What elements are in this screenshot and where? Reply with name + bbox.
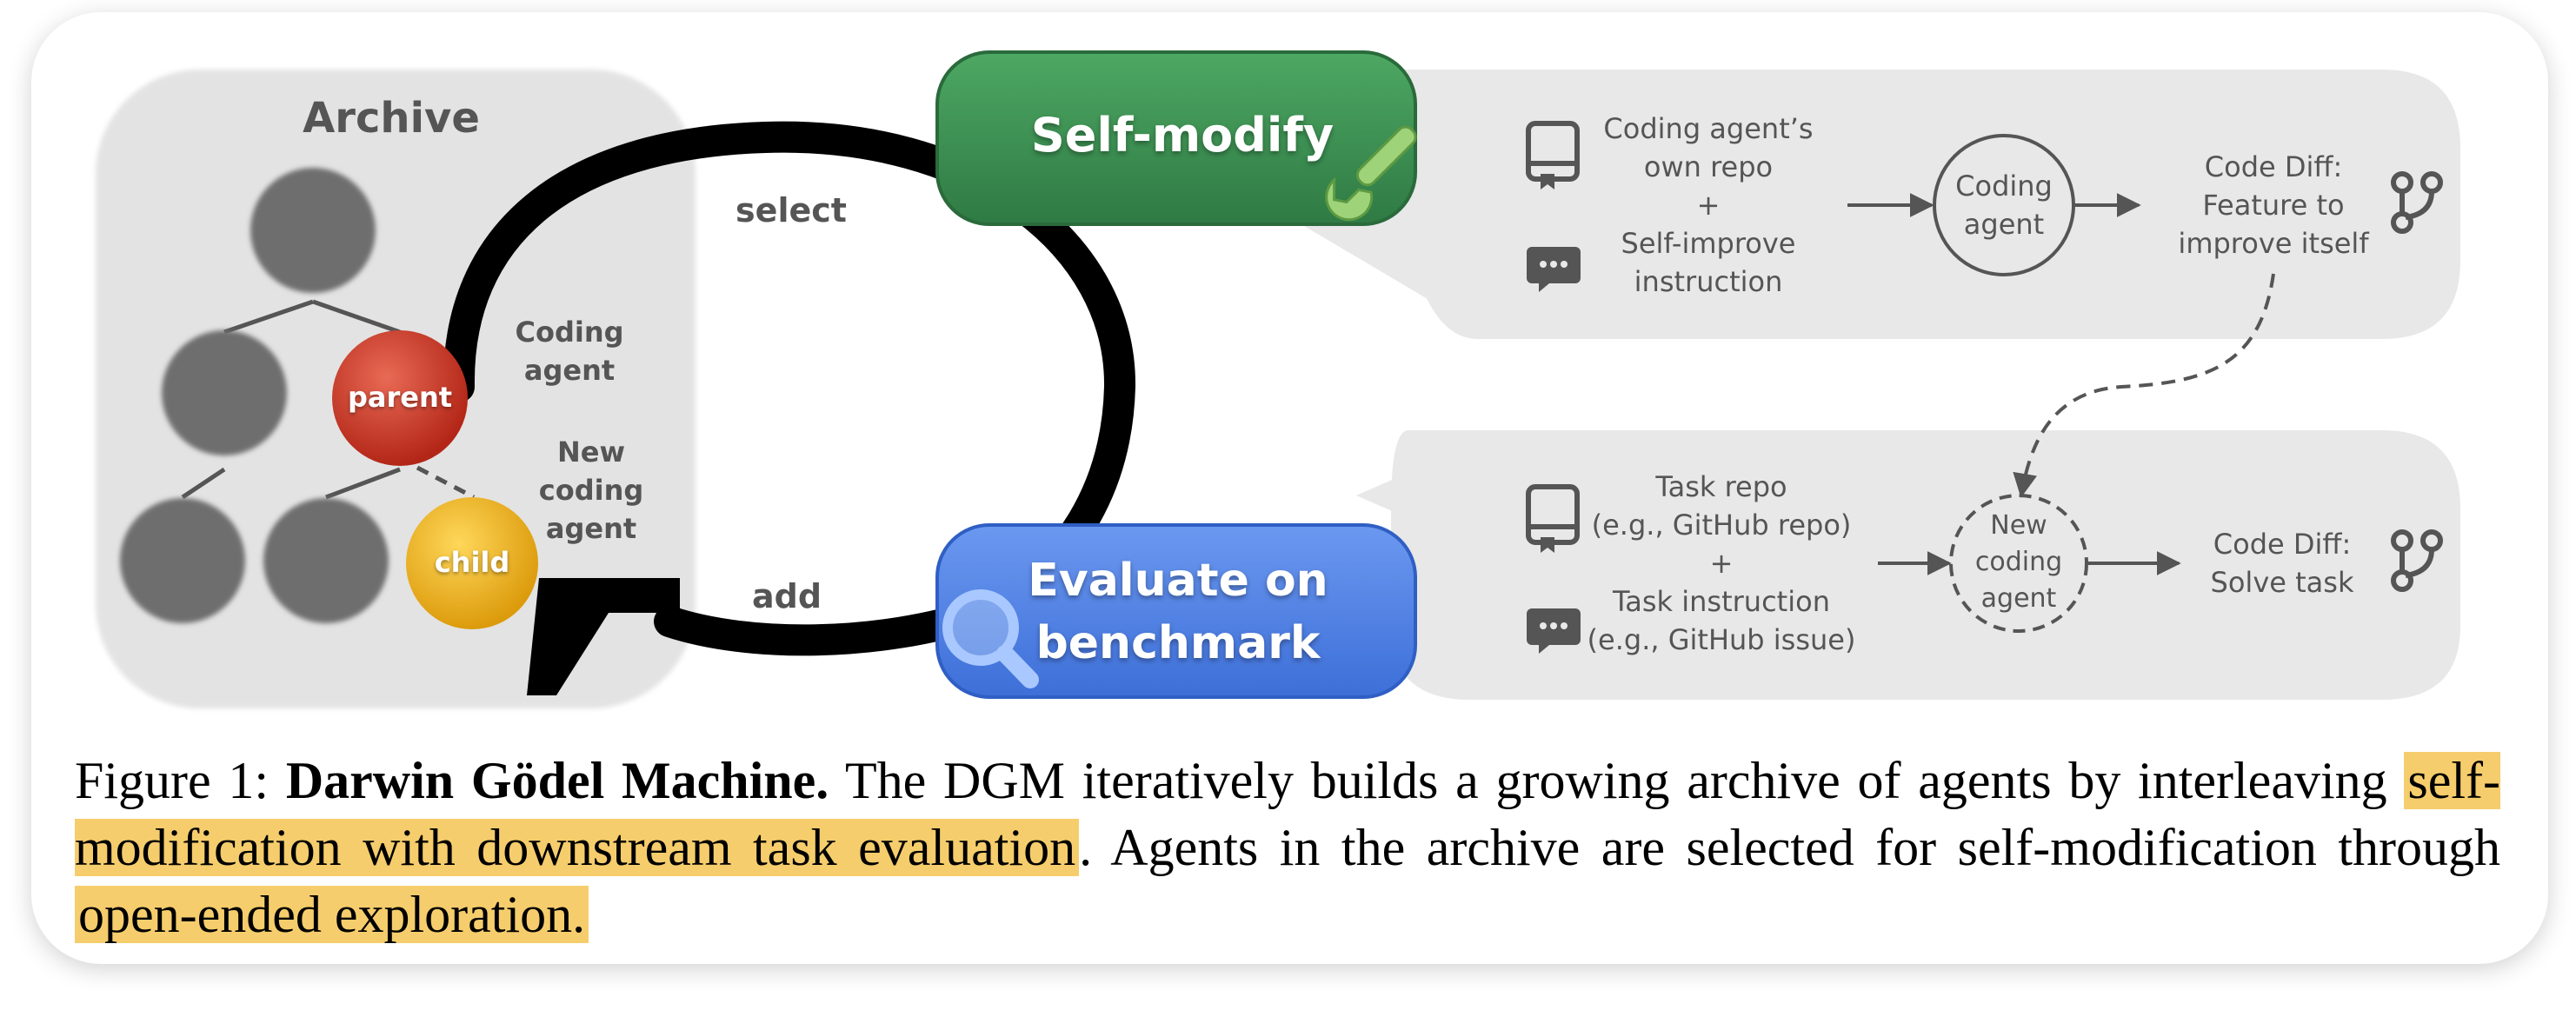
child-label: child [434,546,510,579]
parent-node [332,330,468,466]
chat-icon [1527,608,1581,654]
archive-node [250,168,376,293]
new-coding-agent-circle [1949,494,2088,633]
caption-title: Darwin Gödel Machine. [285,752,829,809]
repo-icon-bookmark [1541,174,1554,189]
repo-icon-bookmark [1541,537,1554,553]
branch-icon [2391,529,2443,592]
loop-ring [443,121,1136,656]
select-label: select [736,191,847,229]
archive-node [120,498,245,623]
add-label: add [751,577,822,615]
self-modify-label: Self-modify [1030,108,1335,163]
child-node [406,497,538,629]
archive-title: Archive [303,94,480,143]
bottom-output-text: Code Diff:Solve task [2210,528,2354,599]
chat-icon [1527,247,1581,292]
caption-text-1: The DGM iteratively builds a growing arc… [829,752,2405,809]
evaluate-box [935,523,1417,699]
bottom-repo-text: Task repo(e.g., GitHub repo) + Task inst… [1587,470,1856,656]
caption-prefix: Figure 1: [75,752,286,809]
parent-label: parent [347,381,453,414]
archive-node [263,498,389,623]
bottom-panel-wedge [1356,435,1495,556]
branch-icon [2391,171,2443,234]
archive-node [162,330,287,455]
caption-highlight-2: open-ended exploration. [75,886,589,943]
figure-caption: Figure 1: Darwin Gödel Machine. The DGM … [75,748,2500,948]
loop-arrowhead [527,578,680,695]
wrench-icon [1325,125,1417,222]
coding-agent-circle [1933,134,2075,276]
dashed-connector [2013,273,2275,498]
caption-text-2: . Agents in the archive are selected for… [1079,819,2501,876]
magnifier-icon [942,589,1039,688]
